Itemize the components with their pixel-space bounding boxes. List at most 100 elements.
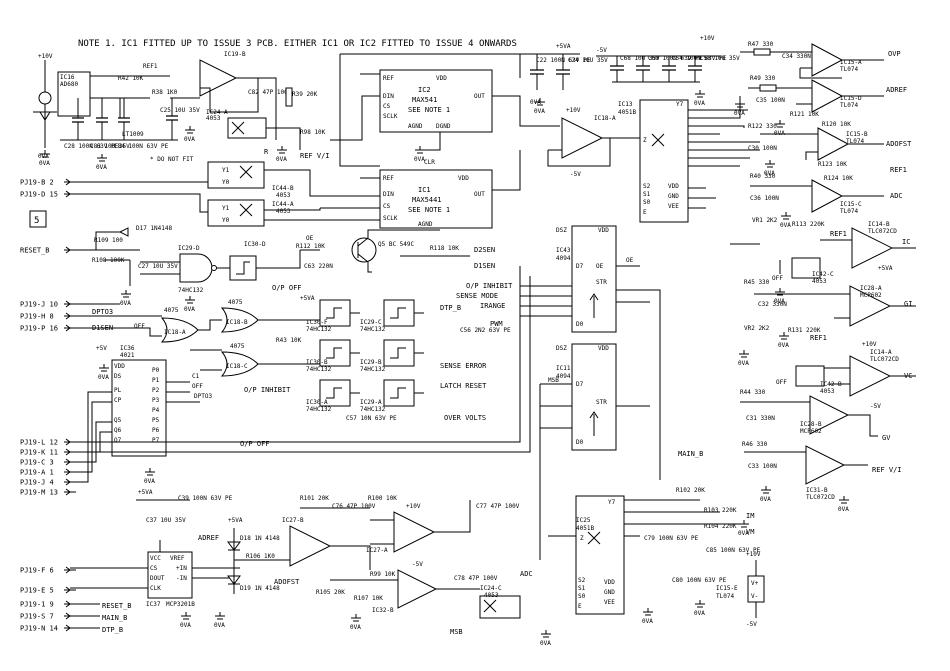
opamp-ic15d: IC15-D TL074 ADREF R49 330 C35 100N R121… bbox=[748, 75, 907, 128]
r98-label: R98 10K bbox=[300, 129, 326, 136]
opamp-ic14a: IC14-A TLC072CD VC +10V -5V IC42-B 4053 … bbox=[776, 341, 916, 410]
c82-label: C82 47P 100V bbox=[248, 89, 292, 96]
connector-label: PJ19-J 4 bbox=[20, 479, 54, 487]
ic14a-part: TLC072CD bbox=[870, 356, 899, 363]
switch-cross-icon-ic44a bbox=[239, 203, 253, 217]
opamp-triangle-ic15c bbox=[811, 179, 844, 213]
ic44a-y1: Y1 bbox=[222, 205, 230, 212]
switch-ic24c: IC24-C 4053 ADC MSB bbox=[450, 570, 533, 636]
ic1-pin-cs: CS bbox=[383, 203, 391, 210]
do-not-fit-note: * DO NOT FIT bbox=[150, 156, 194, 163]
ic1-part: MAX5441 bbox=[412, 196, 442, 204]
or-gate-icon-a bbox=[160, 317, 199, 343]
d1sen-label: D1SEN bbox=[474, 262, 495, 270]
adc-label: ADC bbox=[890, 192, 903, 200]
off-ic42b: OFF bbox=[776, 379, 787, 386]
opamp-triangle-ic28a bbox=[849, 285, 892, 327]
wires-ic44 bbox=[70, 169, 380, 221]
ic15d-part: TL074 bbox=[840, 102, 858, 109]
ground-icon bbox=[97, 154, 107, 162]
ic28a-ref: IC28-A bbox=[860, 285, 882, 292]
p5va-gates: +5VA bbox=[300, 295, 315, 302]
msb-label: MSB bbox=[548, 377, 559, 384]
r131-label: R131 220K bbox=[788, 327, 821, 334]
ground-icon bbox=[781, 212, 791, 220]
ground-label: 0VA bbox=[838, 506, 849, 513]
ic42b-part: 4053 bbox=[820, 388, 835, 395]
ic15e-vplus: V+ bbox=[751, 580, 759, 587]
schmitt-icon bbox=[236, 261, 250, 275]
m5v-label-top: -5V bbox=[596, 47, 607, 54]
dpto3-label-left: DPTO3 bbox=[92, 308, 113, 316]
ground-icon bbox=[735, 100, 745, 108]
c80-label: C80 100N 63V PE bbox=[672, 577, 727, 584]
ic37-pin-clk: CLK bbox=[150, 585, 161, 592]
or-gate-ic18c: 4075 IC18-C bbox=[220, 343, 259, 377]
wires-ic25 bbox=[548, 499, 740, 537]
ic43-part: 4094 bbox=[556, 255, 571, 262]
ic2-note: SEE NOTE 1 bbox=[408, 106, 450, 114]
wires-reset bbox=[72, 227, 140, 286]
reset-network: R109 100 D17 1N4148 R108 100K C27 10U 35… bbox=[72, 225, 178, 286]
transistor-icon bbox=[351, 237, 377, 263]
ic2-pin-agnd: AGND bbox=[408, 123, 423, 130]
r40-label: R40 330 bbox=[750, 173, 776, 180]
ground-label: 0VA bbox=[414, 156, 425, 163]
ic25-pin-e: E bbox=[578, 603, 582, 610]
ic36-pin-p7: P7 bbox=[152, 437, 160, 444]
r118-label: R118 10K bbox=[430, 245, 459, 252]
connector-label: PJ19-M 13 bbox=[20, 489, 58, 497]
ic25-box bbox=[575, 495, 625, 615]
ground-icon bbox=[185, 126, 195, 134]
ground-icon bbox=[541, 630, 551, 638]
ic25-ref: IC25 bbox=[576, 517, 591, 524]
schmitt-icon bbox=[326, 387, 360, 399]
p10v-label-top: +10V bbox=[700, 35, 715, 42]
ground-label: 0VA bbox=[276, 156, 287, 163]
ic15e-ref: IC15-E bbox=[716, 585, 738, 592]
ic25-pin-gnd: GND bbox=[604, 589, 615, 596]
c79-label: C79 100N 63V PE bbox=[644, 535, 699, 542]
ground-icon bbox=[121, 290, 131, 298]
ground-icon bbox=[215, 612, 225, 620]
ground-icon bbox=[351, 614, 361, 622]
c24-label: C24 10U 35V bbox=[568, 57, 608, 64]
ic36-pin-p0: P0 bbox=[152, 367, 160, 374]
r120-label: R120 10K bbox=[822, 121, 851, 128]
ground-label: 0VA bbox=[98, 374, 109, 381]
r105-label: R105 20K bbox=[316, 589, 345, 596]
gate-ref-label: IC29-B bbox=[360, 359, 382, 366]
ic36-pin-p1: P1 bbox=[152, 377, 160, 384]
nand-gate-ic29d bbox=[179, 253, 213, 283]
ic36-pin-p5: P5 bbox=[152, 417, 160, 424]
ic14b-part: TLC072CD bbox=[868, 228, 897, 235]
ic27b-ref: IC27-B bbox=[282, 517, 304, 524]
r106-label: R106 1K0 bbox=[246, 553, 275, 560]
ic25-pin-s0: S0 bbox=[578, 593, 586, 600]
ic36-ref: IC36 bbox=[120, 345, 135, 352]
irange-label: IRANGE bbox=[480, 302, 505, 310]
ic1-note: SEE NOTE 1 bbox=[408, 206, 450, 214]
ic28b-ref: IC28-B bbox=[800, 421, 822, 428]
ic14b-ref: IC14-B bbox=[868, 221, 890, 228]
ic1-box bbox=[379, 169, 493, 229]
ic15e-vminus: V- bbox=[751, 593, 758, 600]
opamp-ic18a: IC18-A +10V -5V bbox=[547, 107, 640, 178]
ground-label: 0VA bbox=[144, 478, 155, 485]
m5v-ic18a: -5V bbox=[570, 171, 581, 178]
c37-label: C37 10U 35V bbox=[146, 517, 186, 524]
c39-label: C39 100N 63V PE bbox=[178, 495, 233, 502]
ground-icon bbox=[535, 98, 545, 106]
ic1-pin-agnd: AGND bbox=[418, 221, 433, 228]
ground-icon bbox=[40, 150, 50, 158]
schmitt-nand-gate bbox=[319, 379, 351, 407]
ic43-pin-vdd: VDD bbox=[598, 227, 609, 234]
c31-label: C31 330N bbox=[746, 415, 775, 422]
ic43-pin-oe: OE bbox=[596, 263, 604, 270]
ground-icon bbox=[779, 332, 789, 340]
connector-label: PJ19-K 11 bbox=[20, 449, 58, 457]
c69-label: C69 100N 63V PE bbox=[648, 55, 703, 62]
c1-label: C1 bbox=[192, 373, 200, 380]
ic24a-ref: IC24-A bbox=[206, 109, 228, 116]
c63-label: C63 220N bbox=[304, 263, 333, 270]
